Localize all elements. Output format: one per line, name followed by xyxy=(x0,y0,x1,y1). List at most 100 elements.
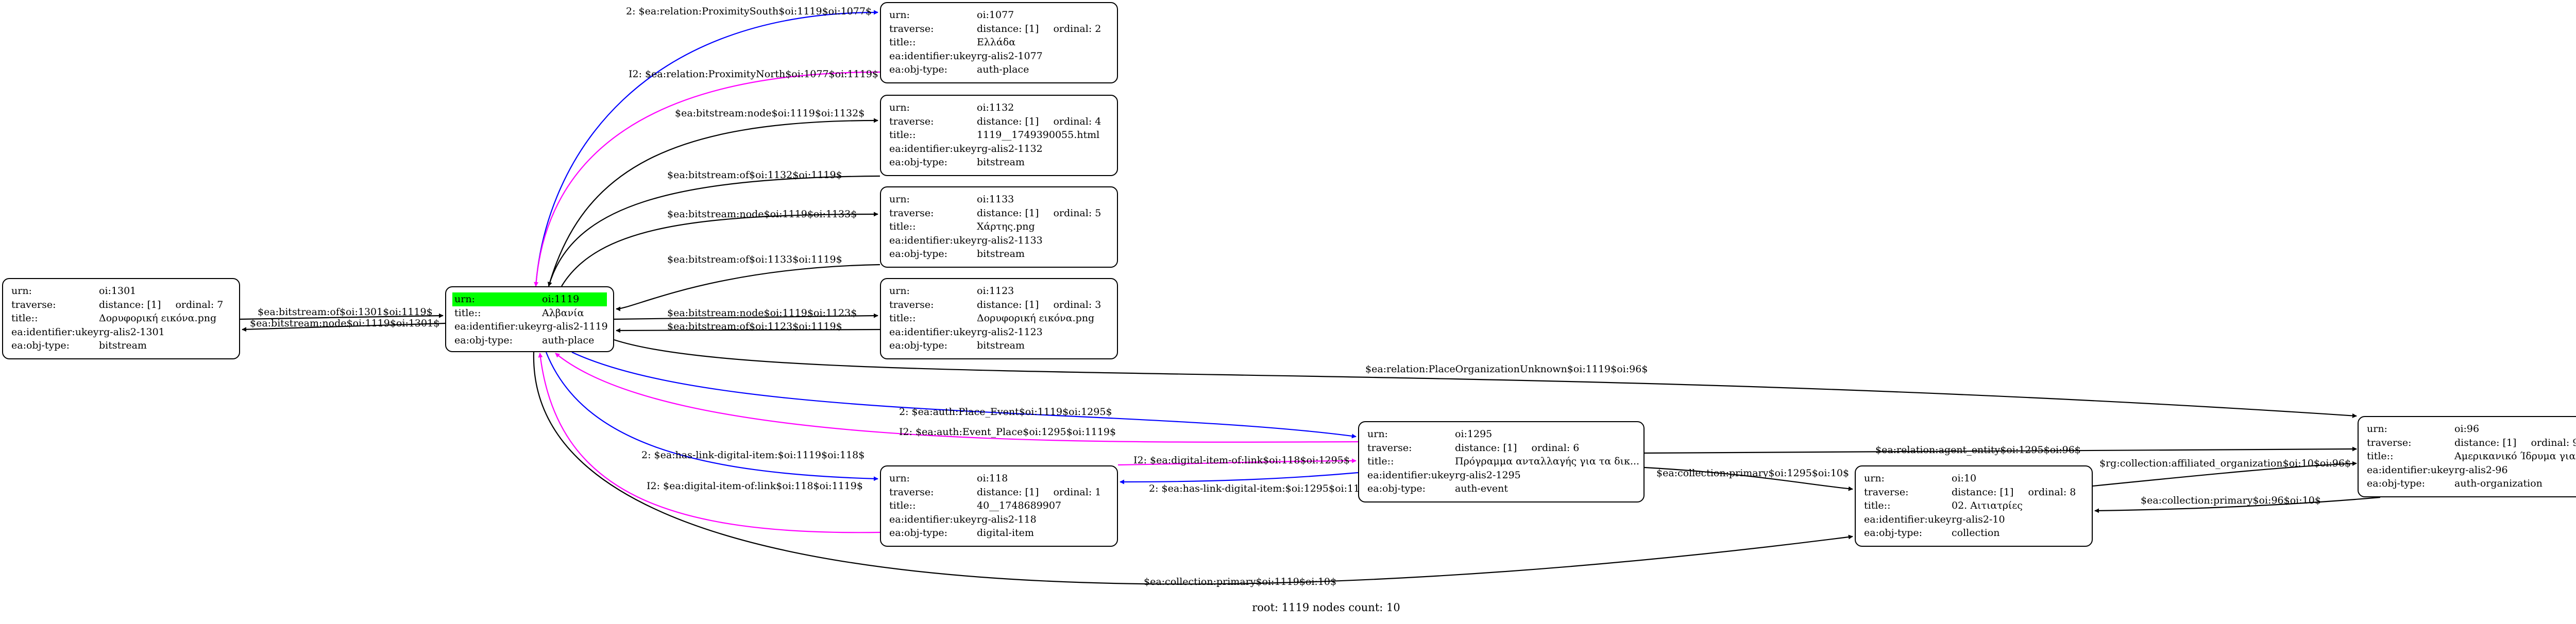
node-obj-type: auth-organization xyxy=(2454,478,2543,489)
field-label-ukey: ea:identifier:ukey xyxy=(1864,513,1952,525)
field-label-title: title:: xyxy=(889,37,916,48)
node-title: 02. Αιτιατρίες xyxy=(1952,500,2023,511)
node-oi-1077[interactable]: urn:oi:1077 traverse:distance: [1]ordina… xyxy=(880,2,1118,83)
node-urn: oi:1132 xyxy=(977,102,1014,113)
node-title: Αμερικανικό Ίδρυμα για τους Τυφλούς xyxy=(2454,450,2576,462)
edge-label-8: $ea:bitstream:node$oi:1119$oi:1123$ xyxy=(667,307,857,319)
edge-label-2: $ea:bitstream:node$oi:1119$oi:1132$ xyxy=(675,108,865,119)
field-label-urn: urn: xyxy=(889,194,910,205)
edge-label-6: $ea:bitstream:of$oi:1301$oi:1119$ xyxy=(258,306,433,318)
node-ordinal: ordinal: 1 xyxy=(1053,486,1101,498)
node-distance: distance: [1] xyxy=(977,299,1039,310)
field-label-obj-type: ea:obj-type: xyxy=(454,334,513,346)
node-oi-96[interactable]: urn:oi:96 traverse:distance: [1]ordinal:… xyxy=(2358,416,2576,497)
edge-1 xyxy=(534,71,880,287)
node-oi-1295[interactable]: urn:oi:1295 traverse:distance: [1]ordina… xyxy=(1358,421,1645,502)
node-urn: oi:1077 xyxy=(977,9,1014,21)
node-title: Πρόγραμμα ανταλλαγής για τα δικ... xyxy=(1455,456,1640,467)
node-urn: oi:1123 xyxy=(977,285,1014,297)
edge-11 xyxy=(571,352,1357,439)
node-title: Χάρτης.png xyxy=(977,221,1035,232)
edges-layer xyxy=(240,10,2381,585)
node-urn: oi:10 xyxy=(1952,473,1977,484)
field-label-obj-type: ea:obj-type: xyxy=(889,340,948,351)
node-distance: distance: [1] xyxy=(977,486,1039,498)
edge-label-16: 2: $ea:has-link-digital-item:$oi:1295$oi… xyxy=(1149,483,1372,494)
node-ukey: rg-alis2-1132 xyxy=(977,143,1043,154)
field-label-title: title:: xyxy=(11,313,38,324)
field-label-ukey: ea:identifier:ukey xyxy=(11,326,99,338)
node-ukey: rg-alis2-118 xyxy=(977,513,1037,525)
node-distance: distance: [1] xyxy=(1455,442,1517,454)
edge-9 xyxy=(616,328,880,333)
field-label-urn: urn: xyxy=(889,285,910,297)
edge-label-19: $rg:collection:affiliated_organization$o… xyxy=(2099,458,2351,469)
node-ordinal: ordinal: 8 xyxy=(2028,486,2076,498)
field-label-ukey: ea:identifier:ukey xyxy=(889,234,977,246)
field-label-traverse: traverse: xyxy=(889,207,934,219)
field-label-urn: urn: xyxy=(889,9,910,21)
edge-21 xyxy=(533,352,1853,585)
edge-label-13: 2: $ea:has-link-digital-item:$oi:1119$oi… xyxy=(641,449,865,461)
field-label-urn: urn: xyxy=(11,285,32,297)
node-ordinal: ordinal: 5 xyxy=(1053,207,1101,219)
node-urn: oi:1301 xyxy=(99,285,137,297)
node-urn: oi:1119 xyxy=(542,293,580,305)
node-obj-type: digital-item xyxy=(977,527,1034,539)
node-oi-1119-root[interactable]: urn:oi:1119 title::Αλβανία ea:identifier… xyxy=(445,286,614,352)
node-distance: distance: [1] xyxy=(977,207,1039,219)
node-ukey: rg-alis2-1133 xyxy=(977,234,1043,246)
edge-20 xyxy=(2094,496,2381,513)
node-ukey: rg-alis2-10 xyxy=(1952,513,2005,525)
edge-10 xyxy=(614,339,2357,418)
node-obj-type: bitstream xyxy=(977,157,1025,168)
edge-label-12: I2: $ea:auth:Event_Place$oi:1295$oi:1119… xyxy=(899,426,1116,438)
field-label-obj-type: ea:obj-type: xyxy=(889,64,948,75)
field-label-ukey: ea:identifier:ukey xyxy=(2367,464,2454,476)
node-oi-1133[interactable]: urn: oi:1133 traverse: distance: [1] ordina… xyxy=(880,186,1118,268)
node-title: 1119__1749390055.html xyxy=(977,129,1100,141)
node-ukey: rg-alis2-1295 xyxy=(1455,469,1521,481)
node-oi-1132[interactable]: urn:oi:1132 traverse:distance: [1]ordina… xyxy=(880,95,1118,176)
node-urn: oi:1133 xyxy=(977,194,1014,205)
node-oi-10[interactable]: urn:oi:10 traverse:distance: [1]ordinal:… xyxy=(1855,465,2093,547)
edge-4 xyxy=(561,212,878,287)
node-ordinal: ordinal: 4 xyxy=(1053,115,1101,127)
field-label-traverse: traverse: xyxy=(1864,486,1909,498)
field-label-title: title:: xyxy=(889,500,916,511)
edge-label-10: $ea:relation:PlaceOrganizationUnknown$oi… xyxy=(1365,363,1648,375)
node-oi-1301[interactable]: urn:oi:1301 traverse:distance: [1]ordina… xyxy=(2,278,240,359)
field-label-title: title:: xyxy=(1367,456,1394,467)
edge-label-21: $ea:collection:primary$oi:1119$oi:10$ xyxy=(1144,576,1336,587)
node-oi-1123[interactable]: urn:oi:1123 traverse:distance: [1]ordina… xyxy=(880,278,1118,359)
field-label-traverse: traverse: xyxy=(889,486,934,498)
edge-13 xyxy=(545,352,878,481)
node-distance: distance: [1] xyxy=(977,23,1039,34)
field-label-traverse: traverse: xyxy=(1367,442,1412,454)
edge-label-1: I2: $ea:relation:ProximityNorth$oi:1077$… xyxy=(629,68,878,80)
node-title: Δορυφορική εικόνα.png xyxy=(977,313,1095,324)
node-urn: oi:118 xyxy=(977,473,1008,484)
field-label-traverse: traverse: xyxy=(889,299,934,310)
field-label-urn: urn: xyxy=(889,473,910,484)
node-oi-118[interactable]: urn: oi:118 traverse: distance: [1] ordinal… xyxy=(880,465,1118,547)
field-label-traverse: traverse: xyxy=(889,115,934,127)
edge-3 xyxy=(547,175,880,287)
field-label-title: title:: xyxy=(454,307,481,319)
edge-label-0: 2: $ea:relation:ProximitySouth$oi:1119$o… xyxy=(626,6,872,17)
node-ukey: rg-alis2-1077 xyxy=(977,50,1043,62)
edge-2 xyxy=(548,118,878,287)
node-ordinal: ordinal: 9 xyxy=(2531,437,2576,448)
node-obj-type: auth-place xyxy=(542,334,595,346)
node-ordinal: ordinal: 2 xyxy=(1053,23,1101,34)
edge-16 xyxy=(1120,472,1359,484)
edge-17 xyxy=(1644,446,2357,454)
edge-18 xyxy=(1644,466,1853,491)
field-label-urn: urn: xyxy=(889,102,910,113)
node-distance: distance: [1] xyxy=(1952,486,2014,498)
edge-8 xyxy=(614,313,878,320)
field-label-ukey: ea:identifier:ukey xyxy=(889,513,977,525)
graph-footer: root: 1119 nodes count: 10 xyxy=(1252,601,1400,614)
node-title: Ελλάδα xyxy=(977,37,1016,48)
field-label-title: title:: xyxy=(2367,450,2394,462)
